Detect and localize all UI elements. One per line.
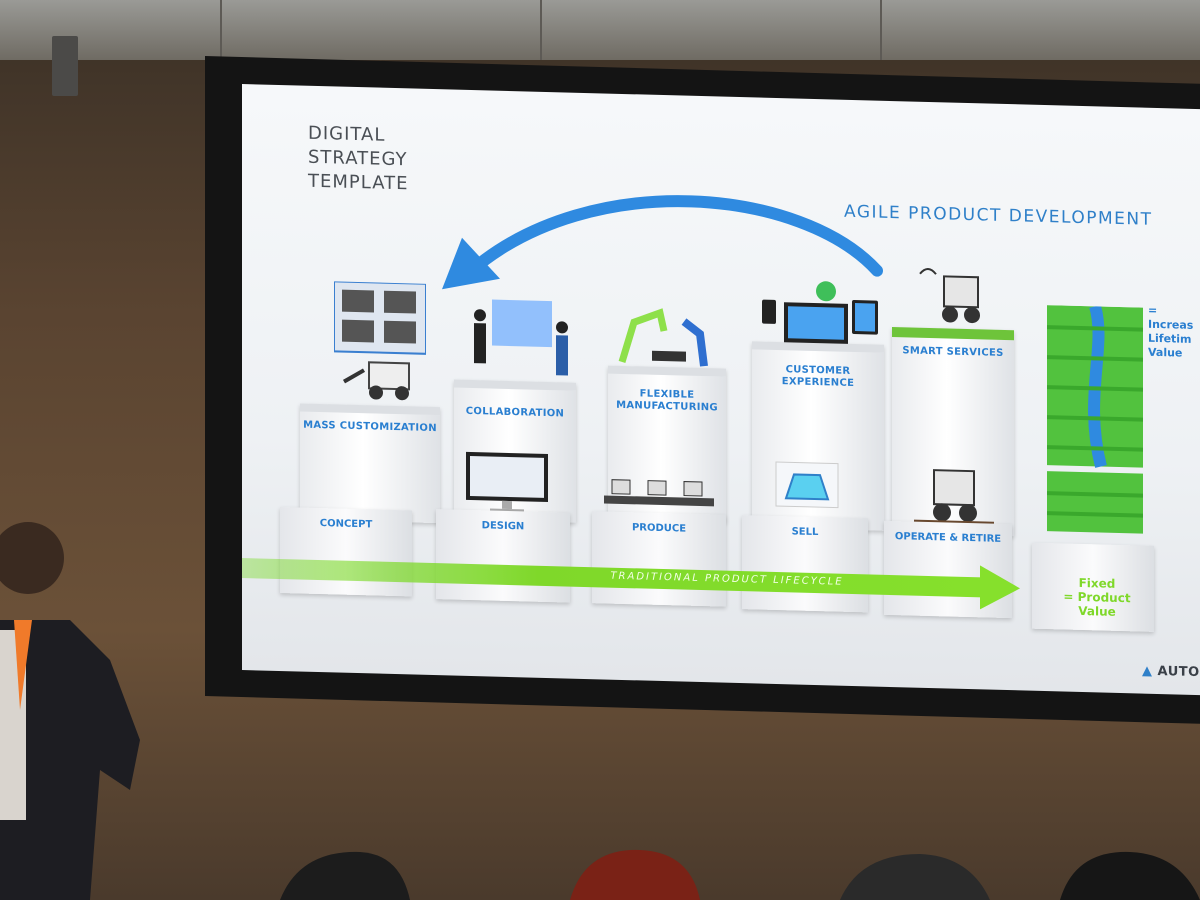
autodesk-logo-icon: ▲ [1142,663,1153,679]
stage-upper-label: SMART SERVICES [902,345,1004,359]
value-line: Value [1148,345,1183,360]
presenter-silhouette [0,522,140,900]
robot-arm-icon [618,308,708,367]
agile-loop-label: AGILE PRODUCT DEVELOPMENT [844,201,1153,230]
brand-text: AUTO [1157,663,1200,681]
wall-vent [52,36,78,96]
audience-chairs [280,849,1200,900]
fixed-value-label: Fixed = Product Value [1062,575,1132,619]
value-line: = Product [1063,589,1131,606]
stage-upper-pedestal: MASS CUSTOMIZATION [300,403,440,524]
stage-upper-label: CUSTOMER EXPERIENCE [781,364,855,390]
stage-base-label: OPERATE & RETIRE [894,531,1002,545]
ceiling-seam [880,0,882,60]
value-line: = [1148,303,1158,317]
stage-upper-label: FLEXIBLE MANUFACTURING [616,388,718,414]
stage-base-pedestal: PRODUCE [592,511,726,607]
stage-base-pedestal: CONCEPT [280,506,412,597]
stage-base-label: DESIGN [481,520,525,533]
stage-base-label: SELL [791,526,819,539]
agile-loop-arrow-icon [442,195,883,290]
stage-base-pedestal: SELL [742,515,868,613]
stage-base-pedestal: DESIGN [436,509,570,603]
ecommerce-loader-icon [775,461,839,509]
presentation-slide: DIGITAL STRATEGY TEMPLATE AGILE PRODUCT … [242,84,1200,696]
stage-base-label: CONCEPT [319,518,373,531]
design-monitor-icon [466,451,548,514]
ceiling-seam [220,0,222,60]
value-line: Value [1078,603,1116,619]
lifecycle-arrow-head-icon [980,565,1020,610]
skid-steer-icon [914,469,994,530]
vr-collaboration-icon [474,299,568,376]
conveyor-belt-icon [604,479,714,507]
connected-skid-steer-icon [919,267,980,324]
stage-upper-label: MASS CUSTOMIZATION [303,419,437,435]
ceiling-seam [540,0,542,60]
brand-logo: ▲ AUTO [1142,664,1200,681]
value-line: Lifetim [1148,331,1192,346]
stage-base-label: PRODUCE [631,522,687,535]
stage-upper-label: COLLABORATION [465,405,565,420]
value-line: Increas [1148,317,1194,332]
money-stack-icon [1047,305,1143,534]
ceiling [0,0,1200,60]
devices-cloud-icon [762,281,878,344]
skid-steer-configurator-icon [334,281,426,401]
increased-value-label: = Increas Lifetim Value [1148,304,1193,361]
